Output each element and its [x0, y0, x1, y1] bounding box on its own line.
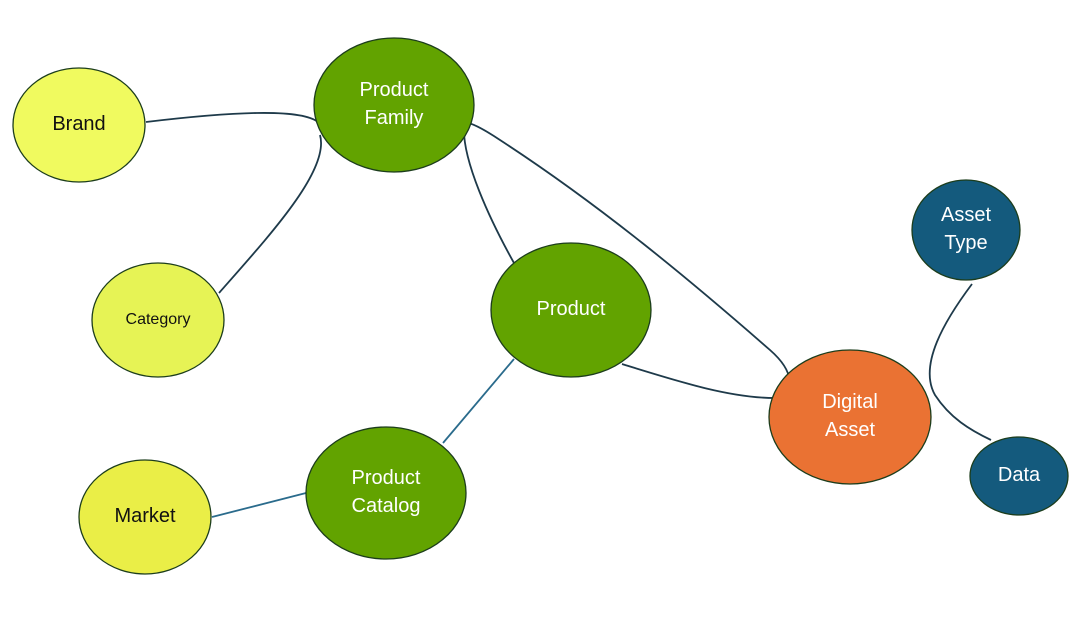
node-product-shape: [490, 242, 652, 378]
node-category: Category: [91, 262, 225, 378]
node-product: Product: [490, 242, 652, 378]
node-market-label: Market: [114, 505, 176, 527]
node-product-family-shape: [313, 37, 475, 173]
node-asset-type-shape: [911, 179, 1021, 281]
edge-asset-type-data: [928, 283, 992, 441]
node-brand-label: Brand: [52, 113, 105, 135]
edges-layer: [145, 112, 992, 518]
edge-product-product-catalog: [442, 358, 515, 444]
node-data: Data: [969, 436, 1069, 516]
node-brand-shape: [12, 67, 146, 183]
node-asset-type-label-line: Asset: [941, 204, 991, 226]
node-data-label: Data: [998, 464, 1041, 486]
node-market-shape: [78, 459, 212, 575]
edge-product-family-digital-asset: [461, 121, 791, 399]
node-data-label-line: Data: [998, 464, 1041, 486]
node-category-shape: [91, 262, 225, 378]
node-product-catalog-label-line: Product: [352, 467, 421, 489]
node-product-label-line: Product: [537, 298, 606, 320]
node-product-family-label-line: Family: [365, 107, 424, 129]
node-product-label: Product: [537, 298, 606, 320]
node-market: Market: [78, 459, 212, 575]
node-category-label-line: Category: [126, 311, 191, 328]
node-data-shape: [969, 436, 1069, 516]
edge-product-digital-asset: [621, 363, 776, 399]
node-product-catalog-label-line: Catalog: [352, 495, 421, 517]
node-product-catalog-shape: [305, 426, 467, 560]
edge-category-product-family: [218, 134, 322, 294]
edge-brand-product-family: [145, 112, 319, 123]
node-product-family-label-line: Product: [360, 79, 429, 101]
node-digital-asset-shape: [768, 349, 932, 485]
node-market-label-line: Market: [114, 505, 176, 527]
node-asset-type-label-line: Type: [944, 232, 987, 254]
node-digital-asset-label-line: Digital: [822, 391, 878, 413]
node-brand: Brand: [12, 67, 146, 183]
edge-market-product-catalog: [211, 492, 307, 518]
edge-product-family-product: [463, 125, 515, 264]
node-category-label: Category: [126, 311, 191, 328]
node-brand-label-line: Brand: [52, 113, 105, 135]
node-digital-asset-label-line: Asset: [825, 419, 875, 441]
